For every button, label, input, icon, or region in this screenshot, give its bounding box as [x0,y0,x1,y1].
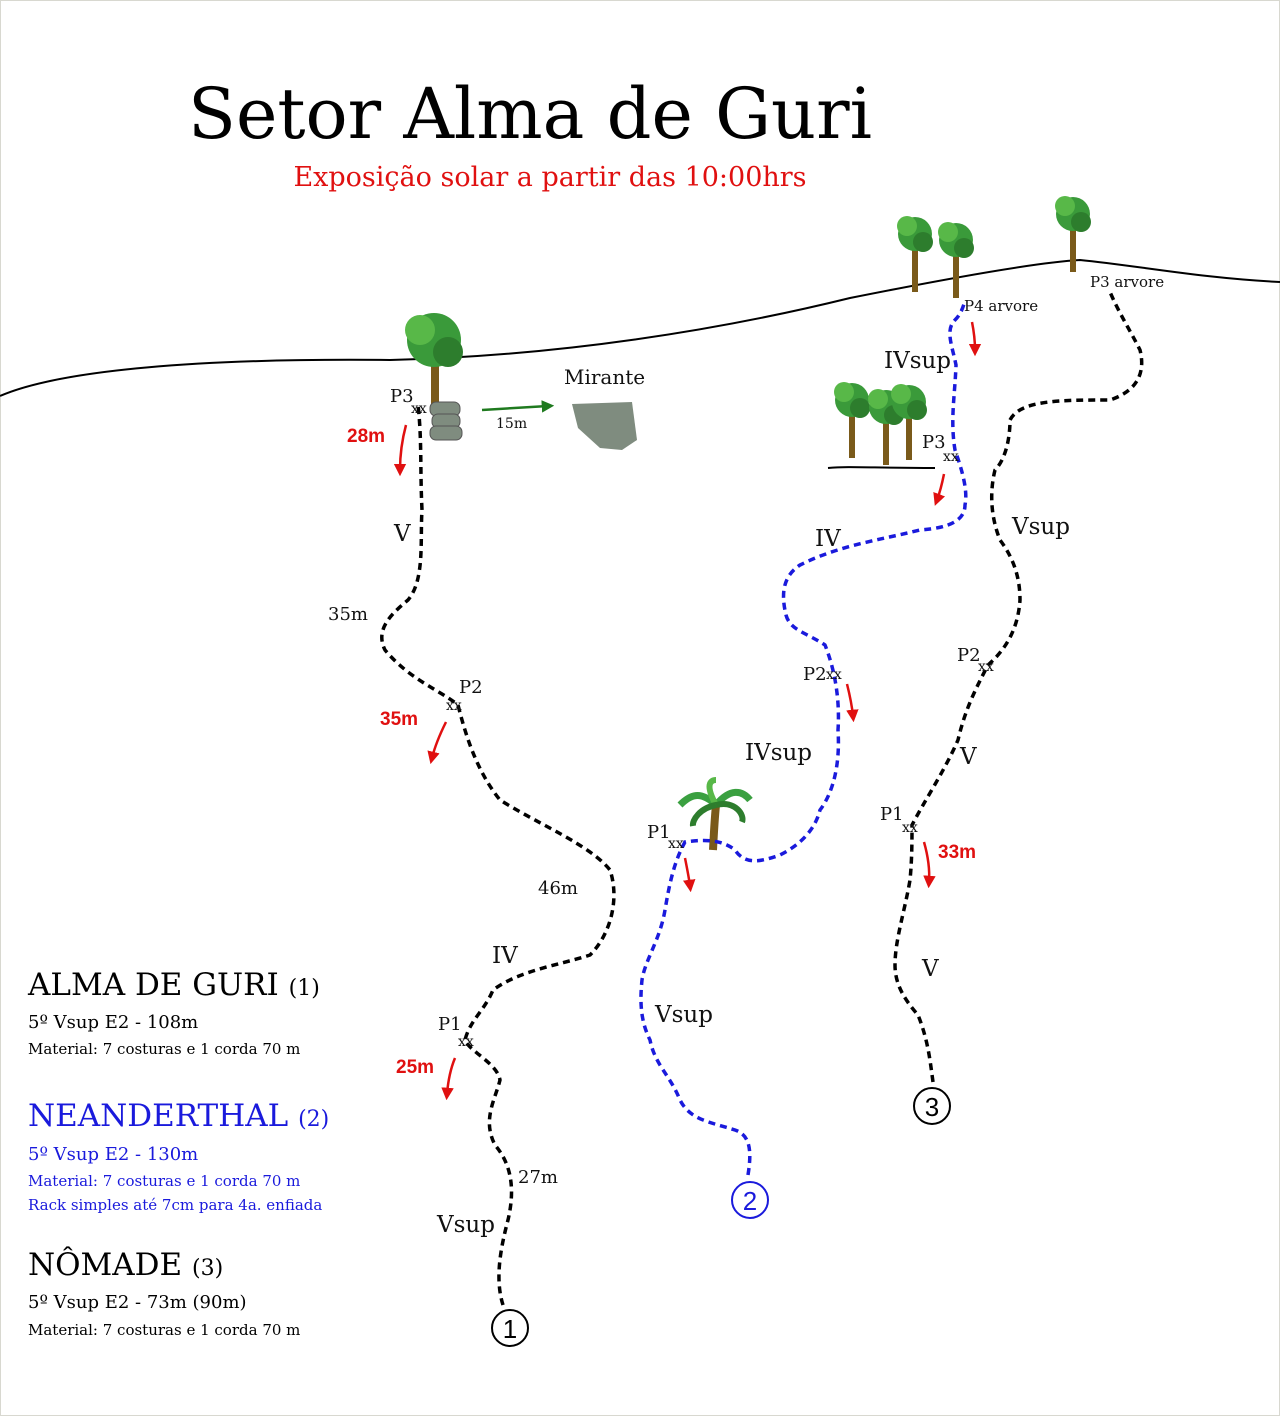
ledge-line [827,466,936,469]
route-2-start-marker [731,1181,769,1219]
legend-route-1-spec: 5º Vsup E2 - 108m [28,1012,198,1033]
arrow-icon [481,400,555,413]
arrow-icon [427,721,448,765]
legend-route-3-spec: 5º Vsup E2 - 73m (90m) [28,1292,247,1313]
rock-icon [429,401,463,441]
route-1-pitch2-grade: IV [492,943,518,969]
route-2-pitch1-grade: Vsup [654,1002,713,1028]
legend-route-1-title: ALMA DE GURI (1) [27,967,320,1003]
mirante-distance: 15m [496,416,527,432]
route-1-rappel-2: 35m [380,709,418,730]
arrow-icon [922,841,936,889]
route-1-line [380,404,616,1306]
route-2-p4-label: P4 arvore [964,297,1038,315]
route-2-number: 2 [743,1186,757,1216]
route-1-pitch2-length: 46m [538,878,578,899]
route-3-p3-label: P3 arvore [1090,273,1164,291]
route-3-start-marker [913,1087,951,1125]
route-3-p1-label: P1 [880,804,904,825]
route-3-number: 3 [925,1092,939,1122]
route-1-pitch3-grade: V [393,521,411,547]
legend-route-2-spec: 5º Vsup E2 - 130m [28,1144,198,1165]
route-2-p1-bolts: xx [668,836,684,852]
route-2-p2-label: P2 [803,664,827,685]
route-1-pitch1-grade: Vsup [436,1212,495,1238]
route-3-pitch3-grade: Vsup [1011,514,1070,540]
route-2-pitch2-grade: IVsup [745,740,812,766]
palm-tree-icon [677,777,753,851]
route-1-p1-bolts: xx [458,1034,474,1050]
tree-icon [938,222,974,298]
route-1-pitch1-length: 27m [518,1167,558,1188]
arrow-icon [393,424,408,477]
route-2-line [639,303,968,1176]
route-3-rappel-1: 33m [938,842,976,863]
route-2-pitch3-grade: IV [815,526,841,552]
route-1-pitch3-length: 35m [328,604,368,625]
cliff-top-line [0,258,1280,397]
route-1-p3-label: P3 [390,386,414,407]
arrow-icon [933,473,946,506]
route-3-p1-bolts: xx [902,820,918,836]
rock-icon [572,402,637,450]
route-1-number: 1 [503,1314,517,1344]
legend-route-2-material: Material: 7 costuras e 1 corda 70 m [28,1172,300,1190]
route-1-rappel-3: 28m [347,426,385,447]
legend-route-2-title: NEANDERTHAL (2) [28,1098,329,1134]
arrow-icon [845,683,859,723]
route-2-p3-bolts: xx [943,449,959,465]
legend: ALMA DE GURI (1) 5º Vsup E2 - 108m Mater… [27,967,329,1339]
route-2-p2-bolts: xx [826,667,842,683]
route-1-p2-bolts: xx [446,698,462,714]
tree-icon [834,382,870,458]
legend-route-2-rack: Rack simples até 7cm para 4a. enfiada [28,1196,322,1214]
page-title: Setor Alma de Guri [188,73,872,155]
mirante-label: Mirante [564,365,645,389]
legend-route-3-title: NÔMADE (3) [28,1245,223,1283]
route-2-pitch4-grade: IVsup [884,348,951,374]
tree-icon [405,313,463,410]
route-2-p1-label: P1 [647,822,671,843]
arrow-icon [441,1057,457,1101]
route-3-pitch1-grade: V [921,956,939,982]
route-3-line [893,291,1144,1083]
legend-route-3-material: Material: 7 costuras e 1 corda 70 m [28,1321,300,1339]
route-1-start-marker [491,1309,529,1347]
arrow-icon [968,321,982,357]
route-3-pitch2-grade: V [959,744,977,770]
arrow-icon [683,857,696,893]
route-3-p2-label: P2 [957,645,981,666]
sun-exposure-subtitle: Exposição solar a partir das 10:00hrs [293,162,806,193]
route-2-p3-label: P3 [922,432,946,453]
route-1-p3-bolts: xx [411,401,427,417]
route-1-p2-label: P2 [459,677,483,698]
route-3-p2-bolts: xx [978,659,994,675]
route-1-p1-label: P1 [438,1014,462,1035]
tree-icon [897,216,933,292]
legend-route-1-material: Material: 7 costuras e 1 corda 70 m [28,1040,300,1058]
route-1-rappel-1: 25m [396,1057,434,1078]
